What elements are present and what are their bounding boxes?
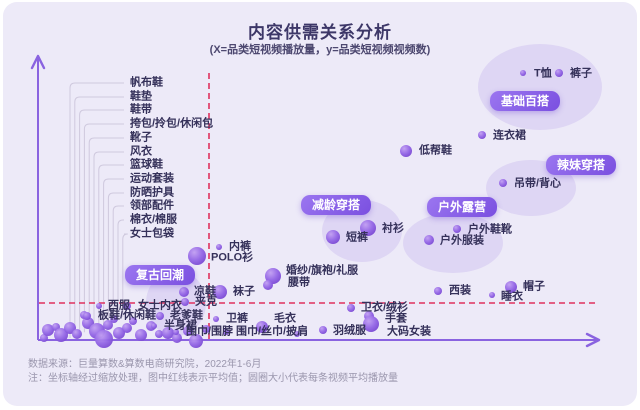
connector-line-2 bbox=[79, 109, 124, 335]
bubble-unlabeled-3 bbox=[54, 328, 68, 342]
bubble-28 bbox=[319, 326, 327, 334]
bubble-unlabeled-9 bbox=[95, 330, 113, 348]
bubble-27 bbox=[223, 329, 229, 335]
bubble-29 bbox=[347, 304, 355, 312]
connector-line-7 bbox=[103, 178, 124, 325]
connector-line-10 bbox=[117, 219, 124, 319]
connector-line-3 bbox=[83, 123, 124, 333]
bubble-20 bbox=[123, 302, 131, 310]
bubble-3 bbox=[400, 145, 412, 157]
bubble-unlabeled-21 bbox=[189, 334, 203, 348]
chart-subtitle: (X=品类短视频播放量，y=品类短视频视频数) bbox=[209, 44, 431, 56]
bubble-unlabeled-23 bbox=[294, 331, 300, 337]
bubble-18 bbox=[263, 280, 273, 290]
bubble-unlabeled-10 bbox=[103, 320, 113, 330]
bubble-9 bbox=[434, 287, 442, 295]
bubble-21 bbox=[83, 312, 91, 320]
bubble-19 bbox=[96, 303, 102, 309]
cluster-ellipse-1 bbox=[486, 160, 576, 216]
bubble-26 bbox=[256, 321, 268, 333]
footer-notes: 数据来源：巨量算数&算数电商研究院，2022年1-6月 注：坐标轴经过缩放处理，… bbox=[28, 358, 398, 386]
bubble-5 bbox=[360, 220, 376, 236]
bubble-unlabeled-5 bbox=[72, 329, 82, 339]
chart-method-note: 注：坐标轴经过缩放处理，图中红线表示平均值；圆圈大小代表每条视频平均播放量 bbox=[28, 373, 398, 384]
bubble-unlabeled-12 bbox=[113, 327, 125, 339]
bubble-22 bbox=[156, 312, 164, 320]
bubble-unlabeled-15 bbox=[135, 329, 147, 341]
bubble-17 bbox=[265, 268, 281, 284]
bubble-15 bbox=[181, 298, 189, 306]
bubble-1 bbox=[555, 69, 563, 77]
connector-line-5 bbox=[93, 151, 124, 329]
bubble-8 bbox=[424, 235, 434, 245]
connector-line-9 bbox=[112, 205, 124, 321]
bubble-16 bbox=[213, 285, 227, 299]
connector-line-0 bbox=[69, 82, 124, 338]
scatter-plot-canvas bbox=[30, 44, 602, 348]
bubble-10 bbox=[505, 281, 517, 293]
bubble-24 bbox=[173, 329, 179, 335]
bubble-12 bbox=[216, 244, 222, 250]
bubble-6 bbox=[326, 230, 340, 244]
bubble-unlabeled-17 bbox=[155, 330, 163, 338]
data-source-note: 数据来源：巨量算数&算数电商研究院，2022年1-6月 bbox=[28, 359, 262, 370]
bubble-unlabeled-18 bbox=[162, 327, 174, 339]
bubble-unlabeled-19 bbox=[172, 333, 182, 343]
y-axis-arrow-icon bbox=[30, 54, 46, 70]
chart-title: 内容供需关系分析 bbox=[248, 23, 392, 42]
chart-panel: 帆布鞋鞋垫鞋带挎包/拎包/休闲包靴子风衣篮球鞋运动套装防晒护具领部配件棉衣/棉服… bbox=[3, 2, 637, 406]
bubble-2 bbox=[478, 131, 486, 139]
connector-line-11 bbox=[122, 233, 128, 318]
x-axis-arrow-icon bbox=[585, 332, 601, 348]
bubble-unlabeled-11 bbox=[110, 315, 118, 323]
bubble-31 bbox=[363, 316, 379, 332]
cluster-ellipse-3 bbox=[403, 213, 503, 273]
bubble-0 bbox=[520, 70, 526, 76]
bubble-4 bbox=[499, 179, 507, 187]
connector-line-6 bbox=[98, 164, 124, 327]
connector-line-1 bbox=[74, 96, 124, 337]
bubble-14 bbox=[179, 287, 189, 297]
bubble-unlabeled-13 bbox=[122, 323, 132, 333]
bubble-7 bbox=[453, 225, 461, 233]
bubble-unlabeled-20 bbox=[183, 326, 193, 336]
bubble-unlabeled-22 bbox=[202, 325, 210, 333]
connector-line-8 bbox=[107, 192, 124, 323]
bubble-unlabeled-0 bbox=[40, 334, 48, 342]
bubble-13 bbox=[188, 247, 206, 265]
bubble-23 bbox=[151, 323, 157, 329]
connector-line-4 bbox=[88, 137, 124, 331]
bubble-11 bbox=[489, 292, 495, 298]
bubble-unlabeled-14 bbox=[129, 317, 137, 325]
bubble-25 bbox=[213, 316, 219, 322]
bubble-unlabeled-1 bbox=[42, 324, 54, 336]
